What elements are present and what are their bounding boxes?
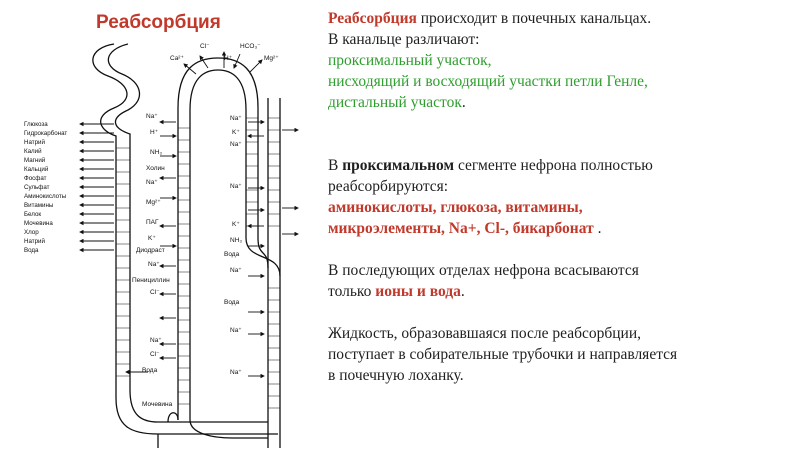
- henle-descending-inner: [190, 70, 246, 420]
- ion-label: Ca²⁺: [170, 56, 184, 63]
- proximal-tubule-inner-wall: [108, 44, 268, 422]
- substance-item: Белок: [24, 210, 67, 219]
- segment-item: проксимальный участок,: [328, 50, 790, 71]
- segment-item-last: дистальный участок.: [328, 92, 790, 113]
- substance-item: Аминокислоты: [24, 192, 67, 201]
- ion-label: H⁺: [224, 56, 232, 63]
- p4-b: только: [328, 283, 375, 300]
- ion-label: Na⁺: [148, 262, 160, 269]
- ion-label: K⁺: [232, 222, 240, 229]
- ion-label: Na⁺: [146, 114, 158, 121]
- substance-item: Натрий: [24, 138, 67, 147]
- left-reabsorption-arrows: [80, 124, 114, 250]
- term-ions-water: ионы и вода: [375, 283, 461, 300]
- substance-item: Сульфат: [24, 183, 67, 192]
- bottom-loop: [158, 413, 268, 448]
- spacer: [328, 113, 790, 134]
- paragraph-intro: Реабсорбция происходит в почечных каналь…: [328, 8, 790, 29]
- p4-c: .: [461, 283, 465, 300]
- ion-label: HCO₃⁻: [240, 44, 261, 51]
- spacer: [328, 134, 790, 155]
- ion-label: Пенициллин: [132, 278, 170, 285]
- ion-label: Cl⁻: [150, 290, 160, 297]
- segment-item: дистальный участок: [328, 94, 462, 111]
- substances-line-2: микроэлементы, Na+, Cl-, бикарбонат .: [328, 218, 790, 239]
- ion-label: Диодраст: [136, 248, 165, 255]
- term-reabsorption: Реабсорбция: [328, 10, 417, 27]
- paragraph-proximal: В проксимальном сегменте нефрона полност…: [328, 155, 790, 176]
- substance-item: Хлор: [24, 228, 67, 237]
- ion-label: NH₃: [150, 150, 162, 157]
- ion-label: Na⁺: [230, 184, 242, 191]
- collecting-top: [258, 238, 268, 268]
- substance-item: Магний: [24, 156, 67, 165]
- ion-label: Na⁺: [230, 328, 242, 335]
- intro-rest: происходит в почечных канальцах.: [417, 10, 651, 27]
- spacer: [328, 302, 790, 323]
- paragraph-fluid-1: Жидкость, образовавшаяся после реабсорбц…: [328, 323, 790, 344]
- ion-label: Mg²⁺: [146, 200, 161, 207]
- paragraph-subsequent: В последующих отделах нефрона всасываютс…: [328, 260, 790, 281]
- proximal-tubule-outer-wall: [93, 44, 278, 434]
- ion-label: K⁺: [232, 130, 240, 137]
- substance-item: Витамины: [24, 201, 67, 210]
- text-panel: Реабсорбция происходит в почечных каналь…: [328, 8, 790, 386]
- left-substance-list: Глюкоза Гидрокарбонат Натрий Калий Магни…: [24, 120, 67, 255]
- substances-line: микроэлементы, Na+, Cl-, бикарбонат: [328, 220, 594, 237]
- ion-label: Na⁺: [230, 116, 242, 123]
- collecting-top-inner: [246, 238, 280, 276]
- paragraph-fluid-2: поступает в собирательные трубочки и нап…: [328, 344, 790, 365]
- ion-label: Na⁺: [146, 180, 158, 187]
- paragraph-fluid-3: в почечную лоханку.: [328, 365, 790, 386]
- paragraph-subsequent-cont: только ионы и вода.: [328, 281, 790, 302]
- substance-item: Калий: [24, 147, 67, 156]
- substances-end: .: [594, 220, 602, 237]
- substance-item: Мочевина: [24, 219, 67, 228]
- substance-item: Натрий: [24, 237, 67, 246]
- ion-label: Na⁺: [230, 142, 242, 149]
- nephron-diagram: Глюкоза Гидрокарбонат Натрий Калий Магни…: [18, 38, 310, 448]
- substance-item: Фосфат: [24, 174, 67, 183]
- ion-label: Na⁺: [230, 370, 242, 377]
- segment-end: .: [462, 94, 466, 111]
- ion-label: Мочевина: [142, 402, 172, 409]
- substance-item: Глюкоза: [24, 120, 67, 129]
- ion-label: K⁺: [148, 236, 156, 243]
- ion-label: Cl⁻: [200, 44, 210, 51]
- ion-label: Mg²⁺: [264, 56, 279, 63]
- ion-label: Cl⁻: [150, 352, 160, 359]
- segment-item: нисходящий и восходящий участки петли Ге…: [328, 71, 790, 92]
- spacer: [328, 239, 790, 260]
- ion-label: Вода: [224, 300, 239, 307]
- ion-label: Na⁺: [230, 268, 242, 275]
- p3-a: В: [328, 157, 342, 174]
- p3-b: сегменте нефрона полностью: [454, 157, 653, 174]
- ion-label: Вода: [224, 252, 239, 259]
- term-proximal: проксимальном: [342, 157, 454, 174]
- ion-label: NH₃: [230, 238, 242, 245]
- ion-label: ПАГ: [146, 220, 159, 227]
- paragraph-proximal-cont: реабсорбируются:: [328, 176, 790, 197]
- ion-label: Na⁺: [150, 338, 162, 345]
- slide-title: Реабсорбция: [96, 12, 221, 34]
- paragraph-distinguish: В канальце различают:: [328, 29, 790, 50]
- ion-label: Вода: [142, 368, 157, 375]
- substances-line: аминокислоты, глюкоза, витамины,: [328, 197, 790, 218]
- substance-item: Вода: [24, 246, 67, 255]
- substance-item: Гидрокарбонат: [24, 129, 67, 138]
- substance-item: Кальций: [24, 165, 67, 174]
- ion-label: Холин: [146, 166, 165, 173]
- ion-label: H⁺: [150, 130, 158, 137]
